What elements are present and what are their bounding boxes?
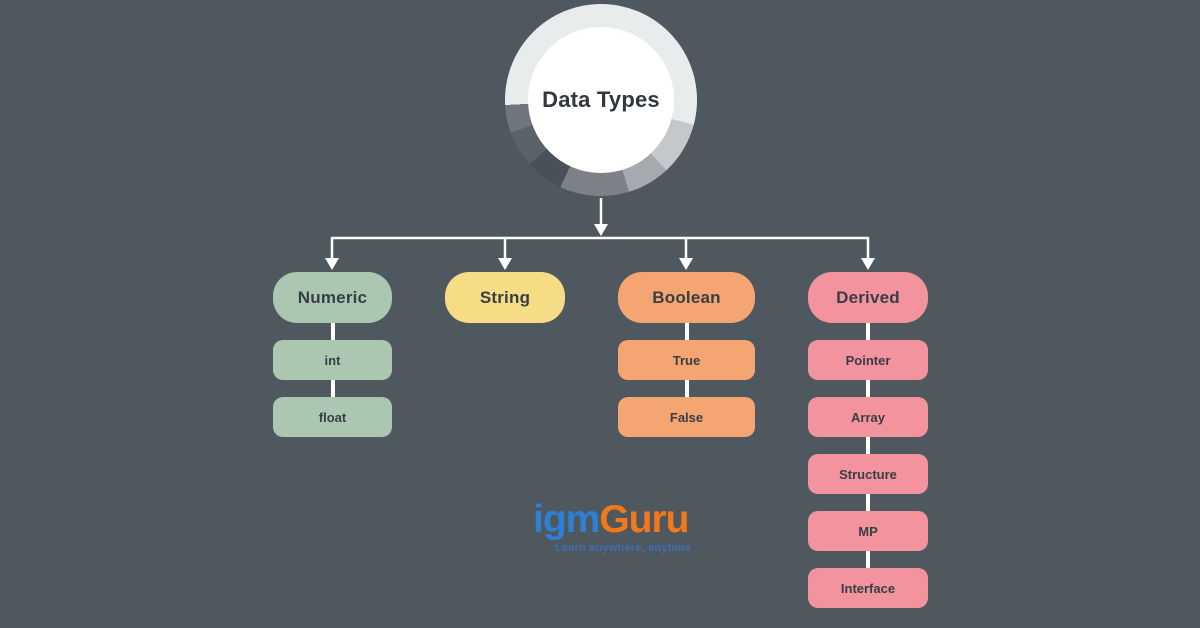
- branch-derived: Derived Pointer Array Structure MP Inter…: [808, 272, 928, 608]
- logo-prefix: igm: [533, 498, 600, 541]
- node-int-label: int: [324, 352, 341, 368]
- igmguru-logo: igmGuru Learn anywhere, anytime: [533, 498, 691, 554]
- node-true-label: True: [672, 352, 701, 368]
- node-true: True: [618, 340, 755, 380]
- node-array: Array: [808, 397, 928, 437]
- node-string: String: [445, 272, 565, 323]
- node-false-label: False: [669, 409, 704, 425]
- branch-boolean: Boolean True False: [618, 272, 755, 437]
- node-array-label: Array: [851, 409, 885, 425]
- node-derived-label: Derived: [836, 287, 900, 307]
- branch-numeric: Numeric int float: [273, 272, 392, 437]
- node-false: False: [618, 397, 755, 437]
- node-numeric: Numeric: [273, 272, 392, 323]
- node-interface: Interface: [808, 568, 928, 608]
- arrowhead-string: [498, 258, 512, 270]
- connector-bus: [330, 236, 870, 259]
- node-float: float: [273, 397, 392, 437]
- node-string-label: String: [479, 287, 531, 307]
- arrowhead-boolean: [679, 258, 693, 270]
- node-structure: Structure: [808, 454, 928, 494]
- node-mp-label: MP: [858, 523, 878, 539]
- node-float-label: float: [318, 409, 347, 425]
- branch-string: String: [445, 272, 565, 323]
- node-boolean-label: Boolean: [652, 287, 721, 307]
- node-int: int: [273, 340, 392, 380]
- arrowhead-derived: [861, 258, 875, 270]
- root-node-label: Data Types: [542, 87, 660, 112]
- branch-derived-spine: [866, 298, 870, 588]
- node-structure-label: Structure: [839, 466, 897, 482]
- node-pointer-label: Pointer: [845, 352, 891, 368]
- logo-suffix: Guru: [599, 498, 689, 541]
- arrowhead-numeric: [325, 258, 339, 270]
- arrowhead-root: [594, 224, 608, 236]
- logo-tagline: Learn anywhere, anytime: [554, 541, 691, 554]
- node-boolean: Boolean: [618, 272, 755, 323]
- data-types-ring: Data Types: [505, 4, 697, 196]
- node-pointer: Pointer: [808, 340, 928, 380]
- node-interface-label: Interface: [840, 580, 896, 596]
- igmguru-logo-text: igmGuru: [533, 498, 691, 541]
- node-numeric-label: Numeric: [297, 287, 368, 307]
- data-types-circle: Data Types: [528, 27, 674, 173]
- node-mp: MP: [808, 511, 928, 551]
- node-derived: Derived: [808, 272, 928, 323]
